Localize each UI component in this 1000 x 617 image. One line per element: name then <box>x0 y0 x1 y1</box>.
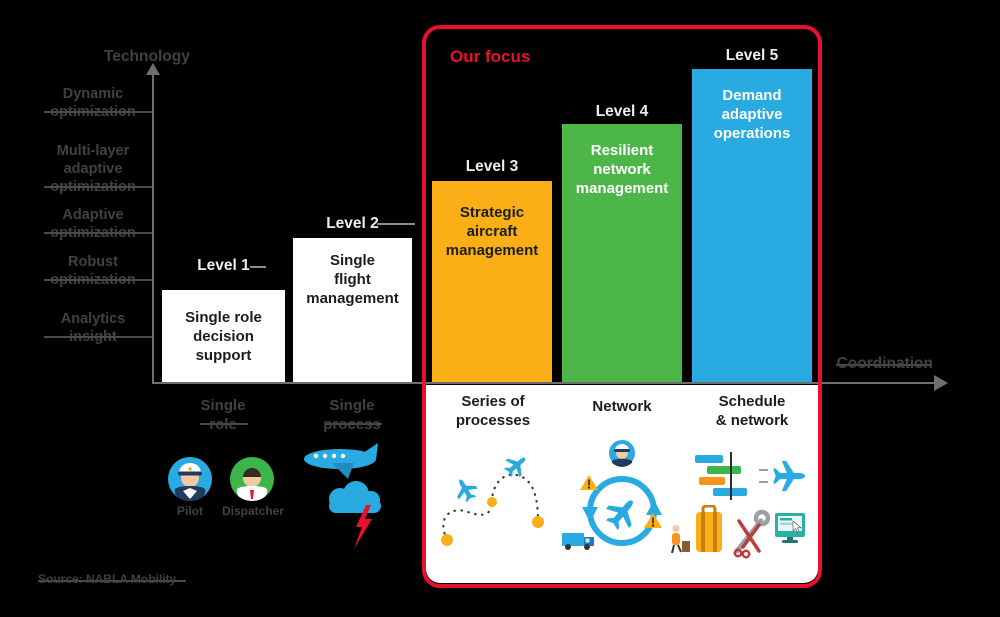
y-tick-label-analytics: Analytics insight <box>60 311 126 345</box>
traveler-icon <box>671 525 690 554</box>
bar-level-5-title: Demand adaptive operations <box>713 87 791 142</box>
y-tick-line <box>44 279 152 281</box>
bar-level-2: Single flight management <box>293 238 412 383</box>
y-axis <box>152 74 154 384</box>
y-axis-arrow-icon <box>146 63 160 75</box>
level-3-label: Level 3 <box>465 158 519 175</box>
travel-tools-icon <box>696 505 805 559</box>
schedule-gantt-icon <box>695 452 805 500</box>
y-tick-line <box>44 111 152 113</box>
level-1-leader-line <box>250 266 266 268</box>
focus-bottom-panel <box>426 385 818 583</box>
lightning-icon <box>354 505 372 549</box>
airplane-icon <box>304 443 378 479</box>
level-4-label: Level 4 <box>595 103 649 120</box>
dispatcher-avatar-icon <box>230 457 274 501</box>
category-label-level-4: Network <box>592 398 652 415</box>
y-axis-title: Technology <box>104 48 190 65</box>
tools-icon <box>733 509 771 559</box>
y-tick-line <box>44 232 152 234</box>
bar-level-2-title: Single flight management <box>306 252 399 307</box>
bar-level-4-title: Resilient network management <box>575 142 669 197</box>
bar-level-4: Resilient network management <box>562 124 682 383</box>
booking-screen-icon <box>775 513 805 543</box>
level-5-label: Level 5 <box>725 47 779 64</box>
dispatcher-label: Dispatcher <box>221 504 285 518</box>
level-2-leader-line <box>377 223 415 225</box>
level-1-label: Level 1 <box>197 257 250 274</box>
bar-level-5: Demand adaptive operations <box>692 69 812 383</box>
x-axis-title: Coordination <box>836 355 933 372</box>
y-tick-label-dynamic: Dynamic optimization <box>50 86 136 120</box>
source-text: Source: NABLA Mobility <box>38 572 177 586</box>
cursor-icon <box>792 520 802 533</box>
y-tick-label-adaptive: Adaptive optimization <box>50 207 136 241</box>
y-tick-label-robust: Robust optimization <box>50 254 136 288</box>
x-tick-line <box>200 423 248 425</box>
bar-level-1-title: Single role decision support <box>185 309 262 364</box>
category-label-level-5: Schedule & network <box>715 393 789 429</box>
x-tick-line <box>836 364 932 366</box>
crew-avatars-icon <box>168 457 274 501</box>
warning-icon <box>644 513 662 528</box>
x-tick-line <box>326 423 382 425</box>
x-axis <box>152 382 938 384</box>
bar-level-3: Strategic aircraft management <box>432 181 552 383</box>
truck-icon <box>562 533 594 550</box>
y-tick-line <box>44 336 152 338</box>
plane-icon <box>457 479 478 503</box>
y-tick-line <box>44 186 152 188</box>
category-label-level-1: Single role <box>200 397 246 433</box>
category-label-level-3: Series of processes <box>455 393 531 429</box>
network-cycle-icon <box>562 438 690 554</box>
plane-icon <box>773 461 805 491</box>
pilot-mini-avatar-icon <box>607 438 637 468</box>
focus-label: Our focus <box>450 47 531 66</box>
pilot-avatar-icon <box>168 457 212 501</box>
bar-level-3-title: Strategic aircraft management <box>445 204 539 259</box>
route-map-icon <box>441 457 544 546</box>
plane-icon <box>605 500 633 530</box>
warning-icon <box>580 475 598 490</box>
flight-storm-icon <box>304 443 381 549</box>
level-2-label: Level 2 <box>326 215 379 232</box>
bar-level-1: Single role decision support <box>162 290 285 383</box>
category-label-level-2: Single process <box>323 397 381 433</box>
suitcase-icon <box>696 505 722 552</box>
x-axis-arrow-icon <box>934 375 948 391</box>
storm-cloud-icon <box>329 481 381 549</box>
pilot-label: Pilot <box>177 504 203 518</box>
source-strike-line <box>38 580 186 582</box>
plane-icon <box>504 457 526 478</box>
